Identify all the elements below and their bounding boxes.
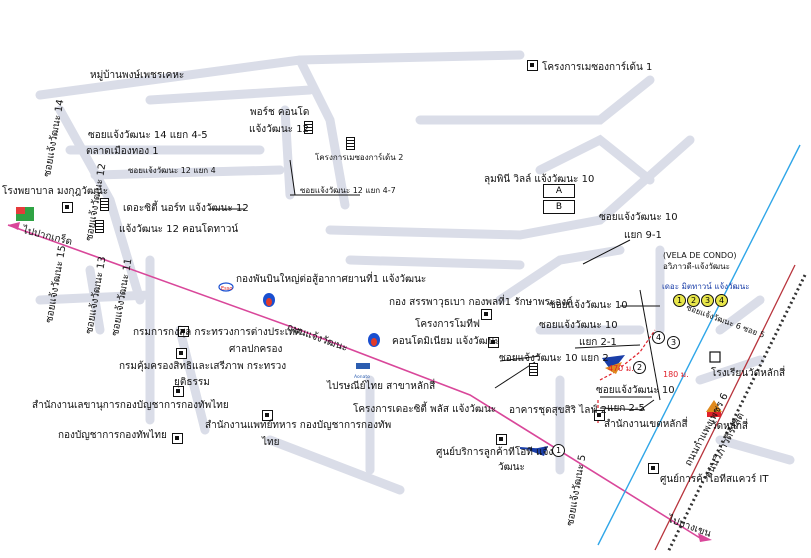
label-tot-building: อาคารชุดสุขสิริ ไลฟ์ 2 xyxy=(509,405,607,416)
label-wat: วัดหลักสี่ xyxy=(711,421,748,432)
label-hospital: โรงพยาบาล มงกุฎวัฒนะ xyxy=(2,186,109,197)
building-marker xyxy=(178,326,189,337)
label-project-1: โครงการเมซองการ์เด้น 1 xyxy=(542,62,653,73)
railway xyxy=(654,264,807,553)
label-yaek21: แยก 2-1 xyxy=(579,337,617,348)
label-soi14-45: ซอยแจ้งวัฒนะ 14 แยก 4-5 xyxy=(88,130,208,141)
label-condo12: แจ้งวัฒนะ 12 คอนโดทาวน์ xyxy=(119,224,239,235)
label-dist-180: 180 ม. xyxy=(663,370,689,379)
arrow-to-bangkhen xyxy=(698,533,712,542)
building-marker xyxy=(488,337,499,348)
label-post: ไปรษณีย์ไทย สาขาหลักสี่ xyxy=(327,381,436,392)
box-a: A xyxy=(543,184,575,198)
background-streets xyxy=(35,50,795,495)
route-point-4: 4 xyxy=(652,331,665,344)
building-marker xyxy=(262,410,273,421)
building-marker xyxy=(529,363,538,376)
soi-lines xyxy=(208,159,661,411)
label-rights-dept: กรมคุ้มครองสิทธิและเสรีภาพ กระทรวง xyxy=(119,361,287,372)
label-it-center: ศูนย์การค้าไอทีสแควร์ IT xyxy=(660,474,769,485)
building-marker xyxy=(594,410,605,421)
label-gov-pension: กองพันบินใหญ่ต่อสู้อากาศยานที่1 แจ้งวัฒน… xyxy=(236,274,427,285)
label-soi12-47: ซอยแจ้งวัฒนะ 12 แยก 4-7 xyxy=(300,186,396,195)
building-marker xyxy=(496,434,507,445)
box-b: B xyxy=(543,200,575,214)
label-school: โรงเรียนวัดหลักสี่ xyxy=(711,368,786,379)
building-marker xyxy=(100,198,109,211)
label-soi10-top: ซอยแจ้งวัฒนะ 10 xyxy=(599,212,678,223)
label-vela: (VELA DE CONDO) xyxy=(663,251,737,260)
svg-text:Esso: Esso xyxy=(221,286,232,292)
label-soi10-yaek2: ซอยแจ้งวัฒนะ 10 แยก 2 xyxy=(499,353,609,364)
building-marker xyxy=(172,433,183,444)
arrow-to-pakkret xyxy=(8,222,20,230)
orange-marker xyxy=(605,362,622,374)
label-the-city: เดอะซิตี้ นอร์ท แจ้งวัฒนะ 12 xyxy=(123,203,249,214)
route-point-1: 1 xyxy=(552,444,565,457)
label-kong-sanphawut: กอง สรรพาวุธเบา กองพลที่1 รักษาพระองค์ xyxy=(389,297,573,308)
building-marker xyxy=(481,309,492,320)
building-marker xyxy=(62,202,73,213)
label-soi10-mid: ซอยแจ้งวัฒนะ 10 xyxy=(549,300,628,311)
route-point-2: 2 xyxy=(633,361,646,374)
label-soi10-lower: ซอยแจ้งวัฒนะ 10 xyxy=(596,385,675,396)
label-army-hq: กองบัญชาการกองทัพไทย xyxy=(58,430,167,441)
label-dist-470: 470 ม. xyxy=(608,364,634,373)
legend-3: 3 xyxy=(701,294,714,307)
label-criminal-court: ศาลปกครอง xyxy=(229,344,283,355)
legend-4: 4 xyxy=(715,294,728,307)
ptt-icon-2 xyxy=(368,333,380,347)
label-yaek25: แยก 2-5 xyxy=(607,403,645,414)
vibhavadi-line xyxy=(597,144,801,546)
label-project-2: โครงการเมซองการ์เด้น 2 xyxy=(315,153,404,162)
building-marker xyxy=(173,386,184,397)
label-army-office: สำนักงานเลขานุการกองบัญชาการกองทัพไทย xyxy=(32,400,229,411)
label-lak-si-district: สำนักงานเขตหลักสี่ xyxy=(604,419,688,430)
school-icon xyxy=(709,351,721,363)
label-wattana: วัฒนะ xyxy=(498,462,525,473)
label-lumpini: ลุมพินี วิลล์ แจ้งวัฒนะ 10 xyxy=(484,174,595,185)
chaeng-watthana-road xyxy=(7,224,701,539)
label-thai: ไทย xyxy=(262,437,280,448)
label-porch: พอร์ช คอนโด xyxy=(250,107,310,118)
route-point-3: 3 xyxy=(667,336,680,349)
label-soi12-4: ซอยแจ้งวัฒนะ 12 แยก 4 xyxy=(128,166,216,175)
post-icon: Aonato xyxy=(354,363,370,380)
temple-icon xyxy=(706,400,722,417)
label-army-medical: สำนักงานแพทย์ทหาร กองบัญชาการกองทัพ xyxy=(205,420,392,431)
ptt-icon-1 xyxy=(263,293,275,307)
label-the-manit: เดอะ มิตทาวน์ แจ้งวัฒนะ xyxy=(662,282,750,291)
esso-icon: Esso xyxy=(218,282,234,292)
label-yaek91: แยก 9-1 xyxy=(624,230,662,241)
label-mayfair: โครงการโมทีฟ xyxy=(415,319,480,330)
label-the-city-plus: โครงการเดอะซิตี้ พลัส แจ้งวัฒนะ xyxy=(353,404,497,415)
svg-text:Aonato: Aonato xyxy=(354,374,370,380)
route-1 xyxy=(519,446,548,456)
route-2-arrow xyxy=(602,355,625,372)
label-consular: กรมการกงสุล กระทรวงการต่างประเทศ xyxy=(133,327,302,338)
label-soi10-mid2: ซอยแจ้งวัฒนะ 10 xyxy=(539,320,618,331)
building-marker xyxy=(304,121,313,134)
label-moo-ban: หมู่บ้านพงษ์เพชรเคหะ xyxy=(90,70,185,81)
building-marker xyxy=(176,348,187,359)
building-marker xyxy=(648,463,659,474)
label-talad: ตลาดเมืองทอง 1 xyxy=(86,146,159,157)
legend-2: 2 xyxy=(687,294,700,307)
label-condo-lumpini: คอนโดมิเนียม แจ้งวัฒนะ xyxy=(392,336,500,347)
building-marker xyxy=(527,60,538,71)
label-soi12: แจ้งวัฒนะ 12 xyxy=(249,124,309,135)
legend-1: 1 xyxy=(673,294,686,307)
label-justice: ยุติธรรม xyxy=(174,377,210,388)
label-vela-th: อวิภาวดี-แจ้งวัฒนะ xyxy=(663,262,730,271)
building-marker xyxy=(95,220,104,233)
building-marker xyxy=(346,137,355,150)
label-tot-center: ศูนย์บริการลูกค้าทีโอที แจ้ง xyxy=(436,447,554,458)
